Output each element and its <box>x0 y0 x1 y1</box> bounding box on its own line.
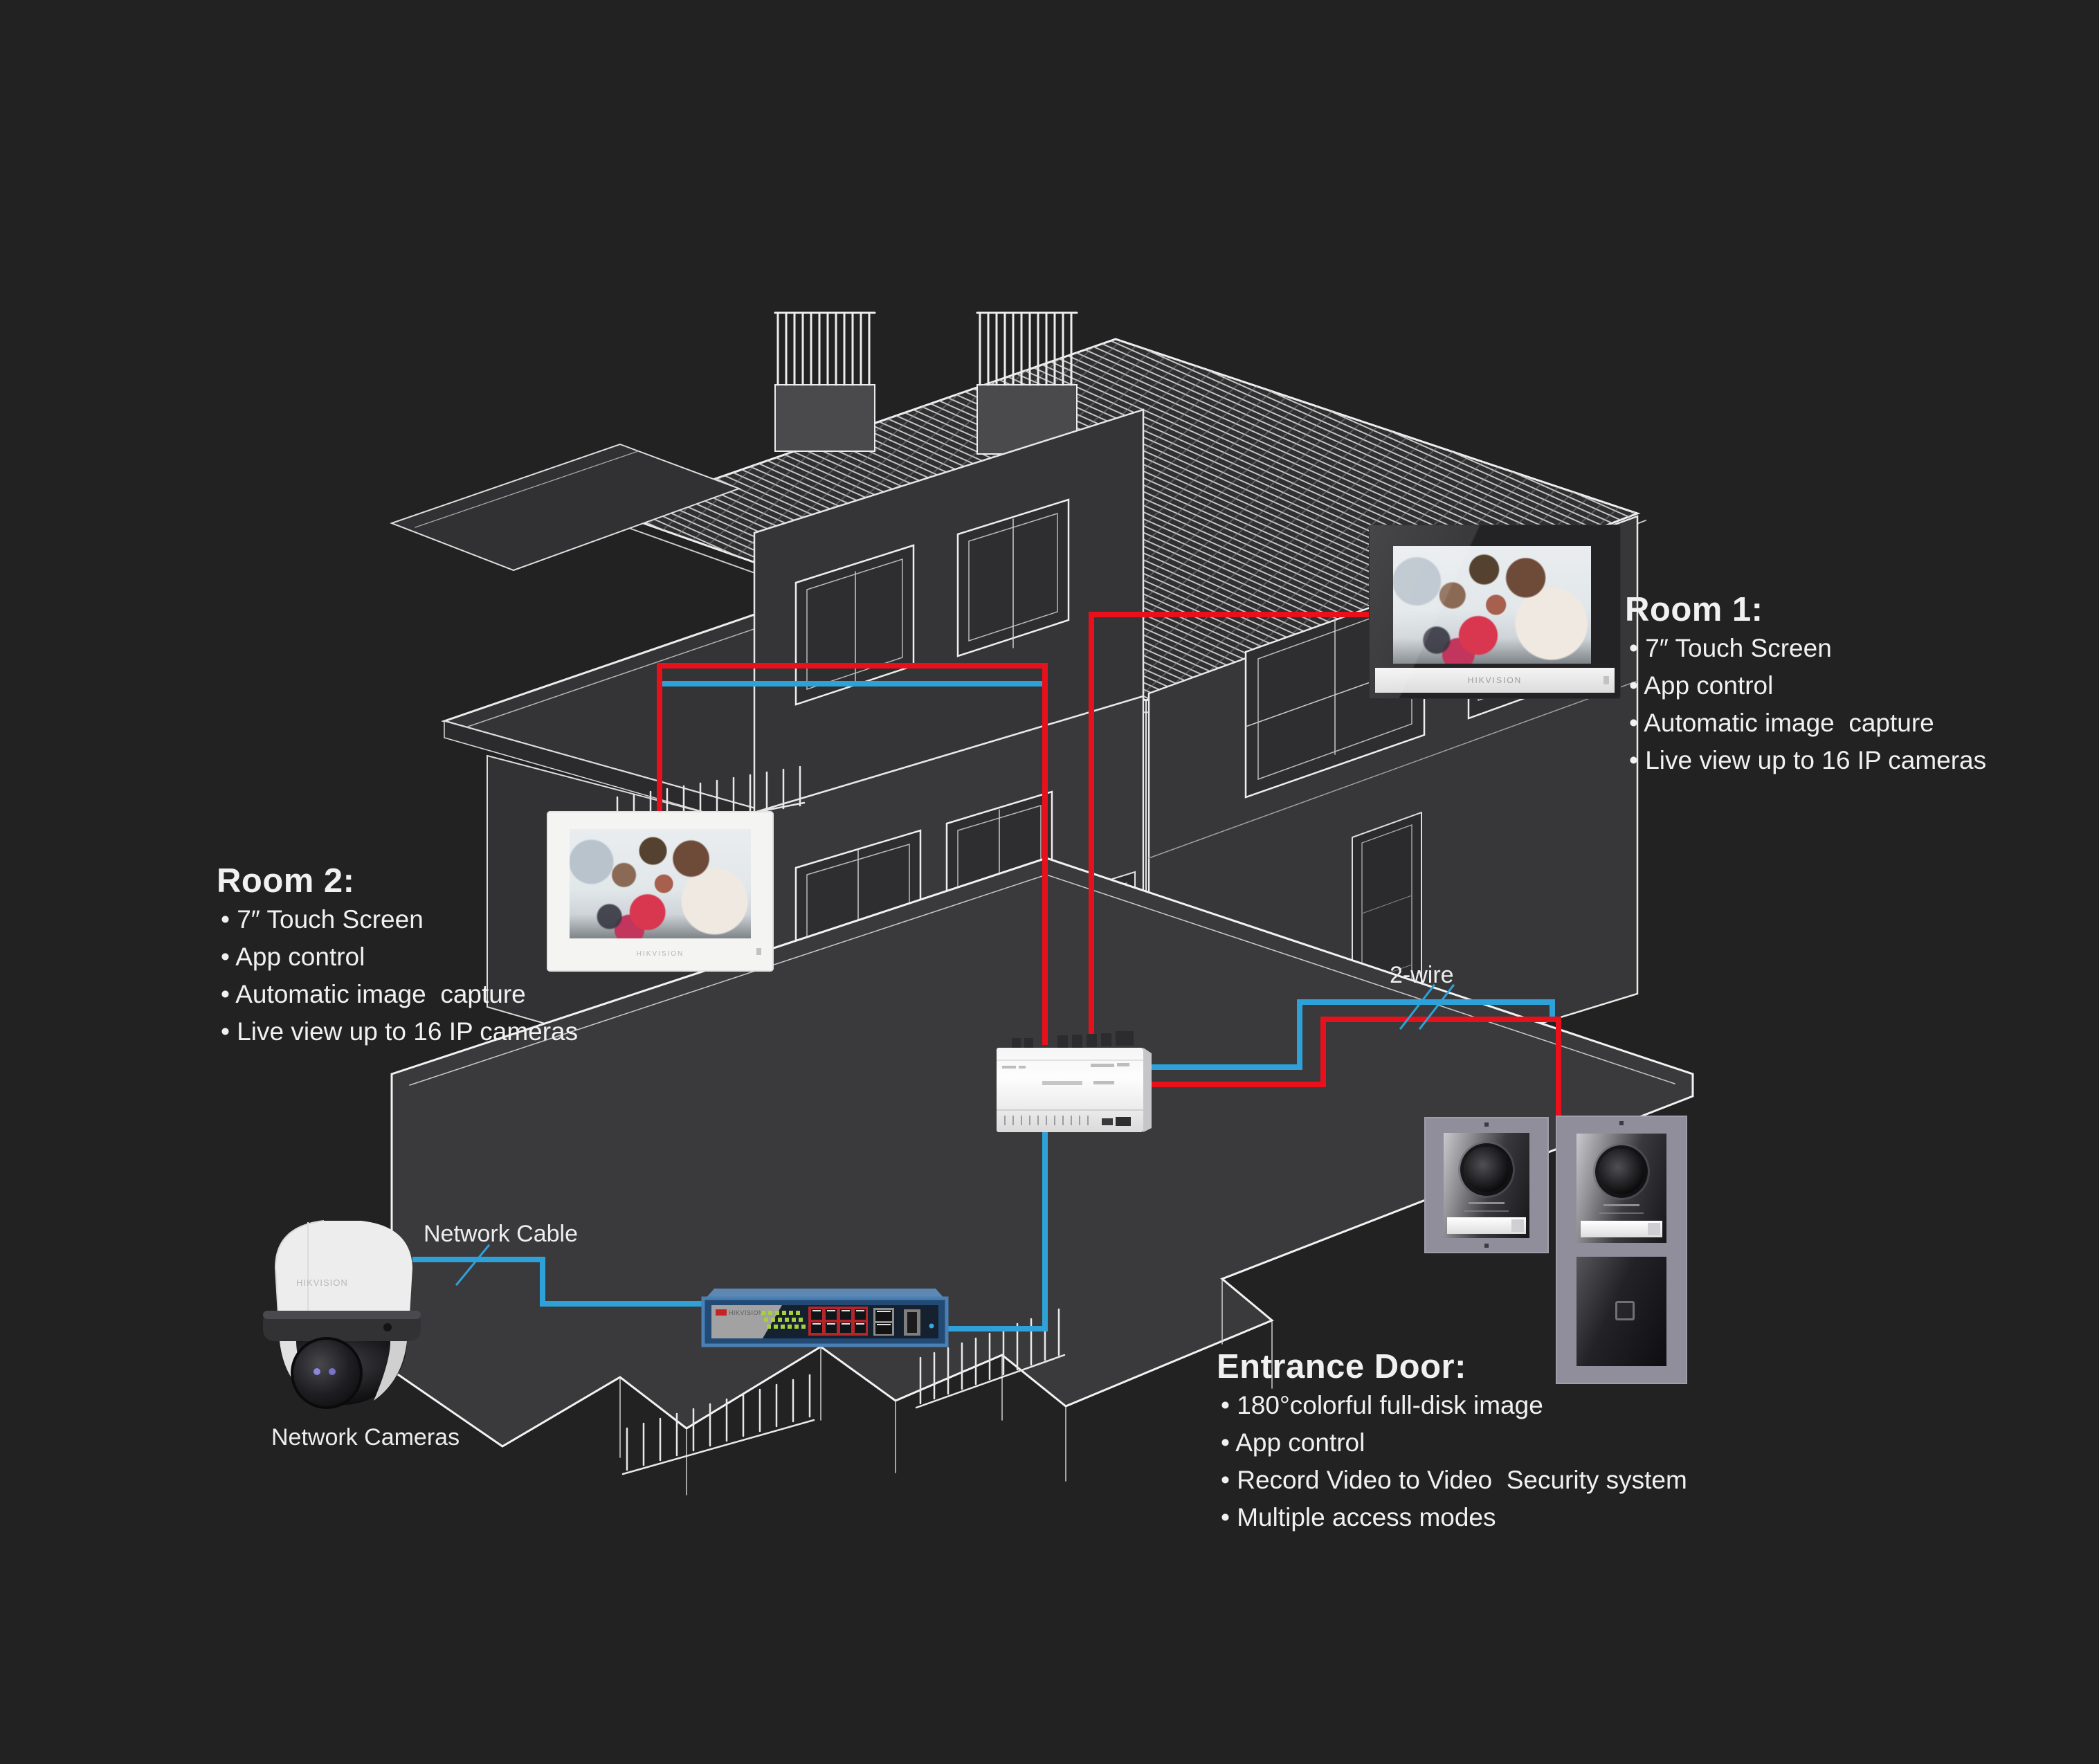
door-station-call-button-bar <box>1447 1217 1526 1234</box>
distbox-label-marks <box>1002 1063 1129 1085</box>
cable-red-room1 <box>1089 612 1374 1045</box>
distribution-box <box>997 1031 1152 1132</box>
window <box>956 498 1070 657</box>
door-station-lens <box>1599 1149 1644 1194</box>
switch-status-led <box>929 1323 934 1329</box>
door-station-single <box>1424 1117 1549 1253</box>
cable-blue-distbox-to-door <box>1139 999 1555 1070</box>
door-station-lens <box>1464 1147 1509 1192</box>
cable-red-room2 <box>657 663 1048 1045</box>
railing <box>915 1308 1066 1409</box>
room2-item: • App control <box>221 943 365 971</box>
cable-blue-switch-to-distbox <box>943 1125 1048 1331</box>
railing <box>621 1374 815 1475</box>
two-wire-tick-marks <box>1399 983 1455 1030</box>
monitor-bottom-bar: HIKVISION <box>1375 668 1615 693</box>
room2-item: • Live view up to 16 IP cameras <box>221 1017 579 1046</box>
two-wire-label: 2-wire <box>1390 962 1454 988</box>
monitor-logo: HIKVISION <box>1467 675 1523 685</box>
room1-item: • App control <box>1629 671 1774 700</box>
cables <box>412 612 1561 1331</box>
door-station-double <box>1556 1116 1687 1384</box>
card-reader-icon <box>1615 1301 1635 1320</box>
indoor-monitor-room2: HIKVISION <box>547 811 774 972</box>
network-cable-pointer-line <box>455 1244 491 1286</box>
network-cameras-label: Network Cameras <box>271 1424 460 1451</box>
room1-item: • 7″ Touch Screen <box>1629 634 1832 662</box>
monitor-speaker-dot <box>1603 676 1609 684</box>
monitor-logo: HIKVISION <box>636 950 684 958</box>
room2-item: • 7″ Touch Screen <box>221 905 424 934</box>
monitor-speaker-dot <box>756 948 761 955</box>
entrance-door-info-block: Entrance Door: • 180°colorful full-disk … <box>1217 1347 1874 1536</box>
switch-logo-mark <box>716 1309 727 1316</box>
camera-lens <box>291 1337 363 1409</box>
cable-blue-camera-to-switch <box>412 1257 711 1307</box>
room1-title: Room 1: <box>1625 591 1763 628</box>
entrance-door-item: • App control <box>1221 1428 1365 1457</box>
chimney <box>774 311 876 452</box>
indoor-monitor-room1: HIKVISION <box>1369 525 1621 699</box>
door-station-camera-module <box>1444 1133 1529 1238</box>
room2-info-block: Room 2: • 7″ Touch Screen • App control … <box>217 861 701 1051</box>
switch-sfp-port <box>904 1309 920 1336</box>
switch-leds <box>761 1311 806 1329</box>
room2-title: Room 2: <box>217 862 355 900</box>
door-station-call-button-bar <box>1581 1221 1662 1237</box>
monitor-screen <box>570 829 751 938</box>
switch-uplink-ports <box>873 1308 894 1336</box>
network-cable-label: Network Cable <box>424 1221 578 1247</box>
cable-red-distbox-to-door <box>1139 1017 1561 1122</box>
camera-logo-text: HIKVISION <box>296 1277 348 1288</box>
entrance-door-item: • 180°colorful full-disk image <box>1221 1391 1543 1419</box>
network-camera: HIKVISION <box>263 1220 421 1409</box>
switch-rj45-ports <box>808 1307 868 1336</box>
entrance-door-title: Entrance Door: <box>1217 1348 1466 1385</box>
room1-item: • Automatic image capture <box>1629 709 1934 737</box>
awning <box>390 443 741 572</box>
room2-item: • Automatic image capture <box>221 980 526 1008</box>
door-station-card-reader-module <box>1576 1257 1666 1366</box>
entrance-door-item: • Multiple access modes <box>1221 1503 1496 1531</box>
chimney <box>976 311 1078 455</box>
switch-logo-text: HIKVISION <box>729 1309 763 1316</box>
door-station-camera-module <box>1576 1134 1666 1243</box>
entrance-door-item: • Record Video to Video Security system <box>1221 1466 1687 1494</box>
room1-info-block: Room 1: • 7″ Touch Screen • App control … <box>1625 590 2099 779</box>
room1-item: • Live view up to 16 IP cameras <box>1629 746 1987 774</box>
network-switch: HIKVISION <box>701 1289 949 1347</box>
monitor-screen <box>1393 546 1591 664</box>
